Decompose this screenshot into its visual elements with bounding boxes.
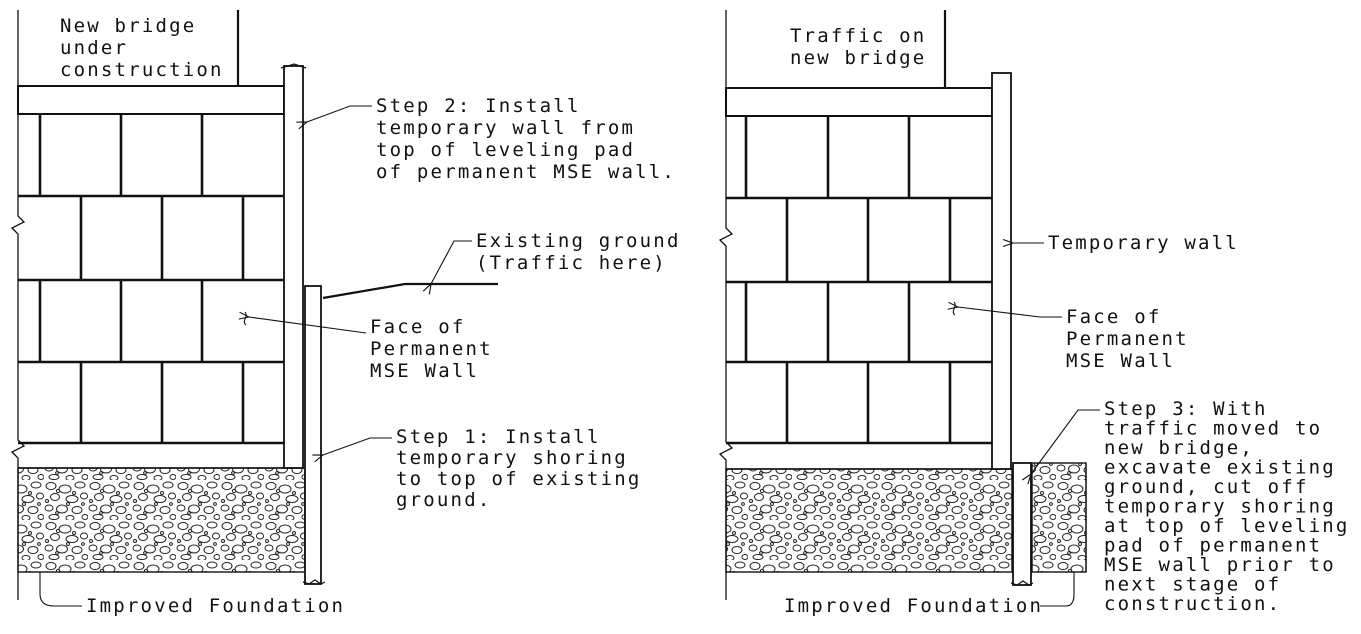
left-temporary-wall bbox=[283, 65, 304, 469]
right-face-tick bbox=[952, 301, 956, 316]
left-foundation-leader bbox=[39, 572, 82, 607]
label-line: excavate existing bbox=[1104, 457, 1336, 479]
label-line: Traffic on bbox=[790, 25, 926, 47]
label-line: ground. bbox=[396, 489, 491, 511]
left-existing-ground bbox=[322, 282, 498, 300]
left-temporary-shoring-break bbox=[302, 579, 326, 585]
existing-ground-label: Existing ground(Traffic here) bbox=[476, 230, 681, 274]
left-foundation-label: Improved Foundation bbox=[86, 595, 345, 617]
right-improved-foundation-outer bbox=[1031, 462, 1087, 573]
label-line: MSE Wall bbox=[1066, 350, 1175, 372]
label-line: to top of existing bbox=[396, 468, 642, 490]
label-line: (Traffic here) bbox=[476, 252, 667, 274]
right-temporary-shoring-cut bbox=[1012, 462, 1032, 586]
label-line: new bridge bbox=[790, 47, 926, 69]
right-wall-edge bbox=[718, 10, 734, 600]
right-foundation-label: Improved Foundation bbox=[784, 595, 1043, 617]
label-line: construction bbox=[60, 59, 224, 81]
label-line: top of leveling pad bbox=[376, 139, 635, 161]
ground-leader bbox=[431, 240, 472, 284]
label-line: construction. bbox=[1104, 593, 1281, 615]
right-face-leader bbox=[958, 307, 1062, 318]
label-line: Face of bbox=[370, 316, 465, 338]
temporary-wall-label: Temporary wall bbox=[1048, 232, 1239, 254]
label-line: Existing ground bbox=[476, 230, 681, 252]
label-line: Face of bbox=[1066, 306, 1161, 328]
step2-leader bbox=[307, 105, 372, 122]
left-coping bbox=[17, 85, 285, 115]
left-wall-panels bbox=[18, 114, 284, 445]
label-line: MSE Wall bbox=[370, 360, 479, 382]
label-line: Step 1: Install bbox=[396, 426, 601, 448]
right-wall-panels bbox=[726, 116, 992, 445]
label-line: new bridge, bbox=[1104, 437, 1254, 459]
label-line: Step 2: Install bbox=[376, 95, 581, 117]
left-improved-foundation bbox=[17, 467, 306, 573]
left-face-leader bbox=[249, 317, 367, 334]
right-coping bbox=[725, 87, 993, 117]
right-temporary-wall bbox=[991, 72, 1012, 470]
right-foundation-leader bbox=[1040, 572, 1075, 607]
label-line: of permanent MSE wall. bbox=[376, 161, 676, 183]
label-line: traffic moved to bbox=[1104, 418, 1322, 440]
right-temporary-shoring-break bbox=[1010, 580, 1034, 586]
label-line: next stage of bbox=[1104, 574, 1281, 596]
label-line: temporary shoring bbox=[396, 447, 628, 469]
left-wall-edge bbox=[10, 10, 26, 600]
label-line: Permanent bbox=[1066, 328, 1189, 350]
right-improved-foundation bbox=[725, 468, 1013, 573]
label-line: New bridge bbox=[60, 15, 196, 37]
left-face-tick bbox=[243, 311, 247, 326]
label-line: pad of permanent bbox=[1104, 535, 1322, 557]
label-line: temporary wall from bbox=[376, 117, 635, 139]
label-line: ground, cut off bbox=[1104, 476, 1309, 498]
step3-leader bbox=[1031, 409, 1100, 474]
label-line: temporary shoring bbox=[1104, 496, 1336, 518]
label-line: under bbox=[60, 37, 128, 59]
label-line: MSE wall prior to bbox=[1104, 554, 1336, 576]
label-line: Permanent bbox=[370, 338, 493, 360]
left-temporary-wall-break bbox=[280, 63, 307, 69]
left-temporary-shoring bbox=[304, 285, 322, 585]
label-line: at top of leveling bbox=[1104, 515, 1350, 537]
label-line: Step 3: With bbox=[1104, 398, 1268, 420]
step1-leader bbox=[323, 437, 392, 455]
